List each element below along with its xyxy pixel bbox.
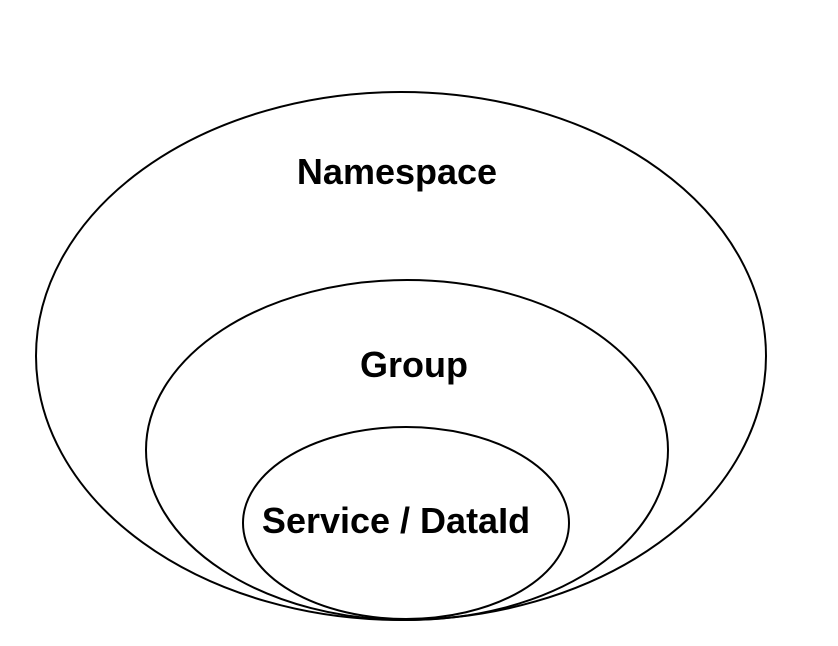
group-ellipse — [145, 279, 669, 621]
group-label: Group — [360, 344, 468, 385]
service-dataid-ellipse — [242, 426, 570, 620]
namespace-label: Namespace — [296, 151, 498, 192]
service-dataid-label: Service / DataId — [261, 500, 531, 541]
